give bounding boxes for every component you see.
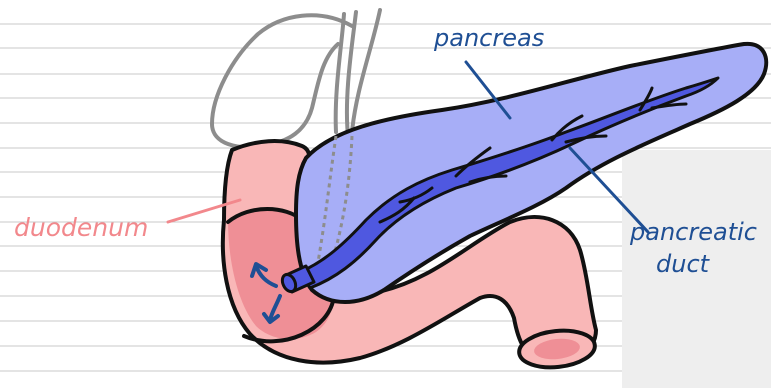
duodenum-label: duodenum xyxy=(14,213,148,242)
pancreatic-duct-label-line2: duct xyxy=(656,250,711,278)
gallbladder xyxy=(212,10,380,147)
pancreatic-duct-label-line1: pancreatic xyxy=(629,218,757,246)
pancreas-label: pancreas xyxy=(433,24,544,52)
